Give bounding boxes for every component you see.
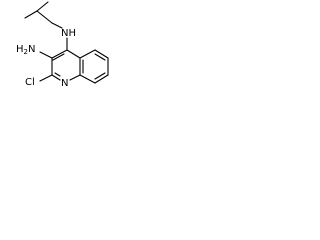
atom-h-amino: H — [16, 44, 24, 55]
bond-c4-c3-inner — [52, 53, 65, 61]
isobutyl-chain — [24, 1, 63, 29]
atom-amino-subscript: 2 — [24, 48, 28, 56]
bond-c5-c6 — [94, 49, 109, 59]
bond-methine-ch2 — [36, 10, 53, 24]
bond-c4a-c4 — [66, 49, 81, 59]
atom-n-amine: N — [61, 28, 68, 39]
bond-c2-cl — [39, 74, 53, 82]
atom-ring-nitrogen: N — [61, 78, 68, 89]
bond-c7-c8-inner — [94, 72, 106, 80]
bond-c4-c3 — [51, 49, 68, 59]
bond-n1-c8a — [69, 74, 81, 81]
bond-c2-n1-inner — [54, 72, 61, 77]
bond-c4a-c5 — [79, 49, 96, 59]
bond-c3-nh2 — [39, 51, 53, 59]
bond-methine-methyl-right — [36, 1, 49, 12]
bond-ch2-nh — [51, 22, 63, 29]
molecule-diagram: N H H 2 N Cl N — [16, 1, 109, 89]
bond-c7-c8 — [94, 74, 109, 84]
bond-c5-c6-inner — [94, 53, 106, 61]
pyridine-ring — [51, 49, 81, 81]
atom-h-amine: H — [69, 28, 77, 39]
atom-n-amino: N — [28, 44, 35, 55]
bond-c2-n1 — [51, 74, 61, 81]
bond-methyl-left — [24, 10, 38, 19]
bond-c8-c8a — [79, 74, 96, 84]
benzene-ring — [79, 49, 109, 84]
atom-chlorine: Cl — [25, 77, 35, 88]
